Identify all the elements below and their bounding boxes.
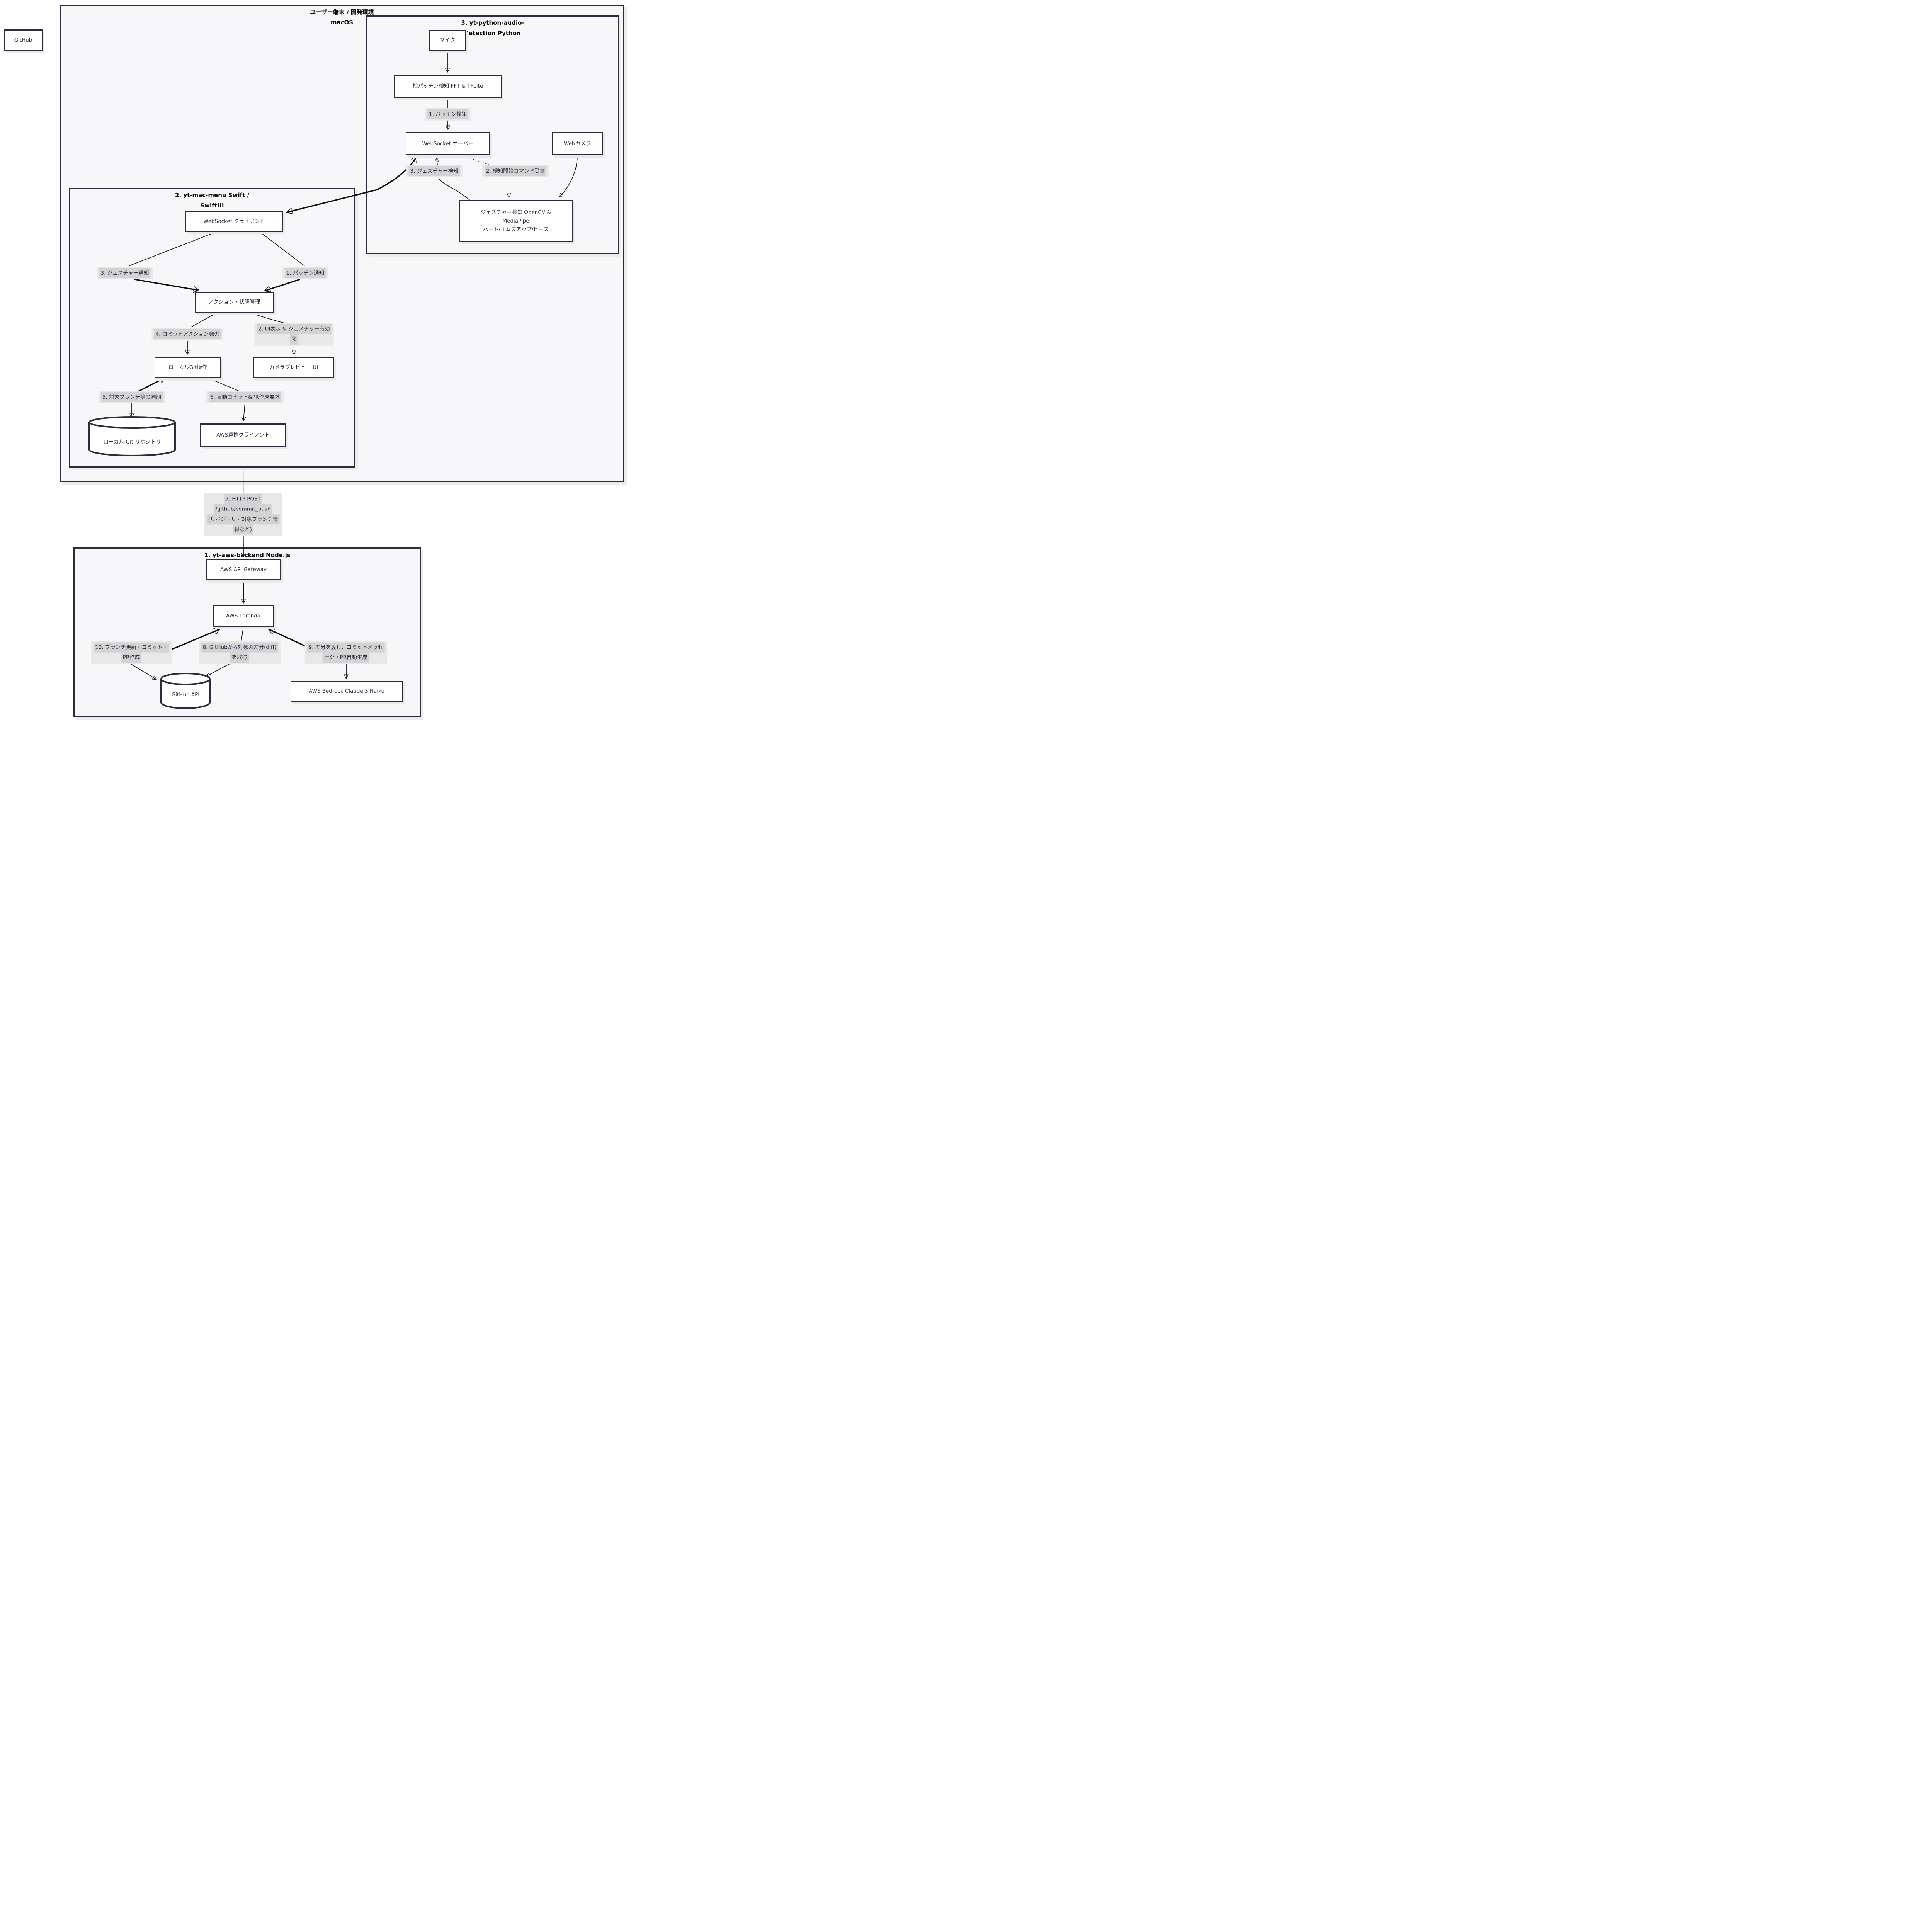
node-label: ローカル Git リポジトリ [103, 439, 161, 445]
edge-label-text: 2. 検知開始コマンド受信 [484, 166, 547, 177]
edge-label-text: 10. ブランチ更新・コミット・ [94, 642, 169, 653]
node-local-git-ops: ローカルGit操作 [155, 357, 221, 378]
container-mac-menu-title: 2. yt-mac-menu Swift / SwiftUI [69, 190, 355, 211]
edge-label-text: 1. パッチン検知 [427, 109, 469, 120]
edge-label-line: 7. HTTP POST [207, 494, 280, 504]
edge-label-gesture-notify: 3. ジェスチャー通知 [97, 267, 153, 280]
edge-label-ui-gesture-enable: 2. UI表示 & ジェスチャー有効 化 [254, 323, 334, 346]
cylinder-shape [88, 416, 176, 456]
edge-label-line: 報など) [207, 524, 280, 535]
node-api-gateway: AWS API Gateway [206, 559, 281, 580]
edge-label-line: /github/commit_push [207, 504, 280, 514]
edge-label-commit-action: 4. コミットアクション発火 [151, 328, 223, 341]
node-fft-detect: 指パッチン検知 FFT & TFLite [394, 75, 502, 98]
node-websocket-server: WebSocket サーバー [406, 132, 490, 155]
edge-label-snap-detect: 1. パッチン検知 [425, 108, 471, 121]
cylinder-shape [160, 673, 211, 709]
node-label: アクション・状態管理 [208, 299, 260, 306]
title-line: 3. yt-python-audio- [461, 19, 524, 26]
edge-label-line: 10. ブランチ更新・コミット・ [94, 642, 169, 653]
node-label-line: ハート/サムズアップ/ピース [483, 226, 549, 233]
title-line: ユーザー端末 / 開発環境 [310, 9, 374, 15]
node-camera-preview: カメラプレビュー UI [253, 357, 334, 378]
title-line: macOS [330, 19, 354, 26]
title-line: detection Python [464, 30, 521, 37]
edge-label-text: 報など) [233, 524, 253, 535]
title-line: SwiftUI [200, 202, 224, 209]
node-label: カメラプレビュー UI [269, 364, 318, 371]
node-github: GitHub [4, 29, 43, 51]
flowchart-canvas: ユーザー端末 / 開発環境 macOS 3. yt-python-audio- … [0, 0, 626, 718]
edge-label-branch-update: 10. ブランチ更新・コミット・ PR作成 [91, 641, 172, 664]
edge-label-start-command: 2. 検知開始コマンド受信 [482, 165, 549, 178]
edge-label-text: 3. ジェスチャー検知 [408, 166, 460, 177]
node-label: GitHub API [171, 692, 200, 698]
edge-label-text: ージ・PR自動生成 [323, 653, 369, 663]
node-websocket-client: WebSocket クライアント [185, 211, 283, 232]
edge-label-text: 7. HTTP POST [224, 494, 262, 504]
edge-label-gesture-detect: 3. ジェスチャー検知 [406, 165, 463, 178]
node-label: AWS連携クライアント [216, 432, 270, 438]
node-label: AWS API Gateway [220, 566, 267, 573]
edge-label-text: 5. 対象ブランチ等の同期 [100, 392, 163, 403]
node-label-line: ジェスチャー検知 OpenCV & [481, 209, 551, 216]
node-action-state: アクション・状態管理 [195, 292, 274, 313]
title-line: 1. yt-aws-backend Node.js [204, 552, 291, 559]
edge-label-text: PR作成 [121, 653, 142, 663]
edge-label-line: ージ・PR自動生成 [307, 653, 385, 663]
edge-label-text: 1. パッチン通知 [284, 268, 326, 279]
edge-label-get-diff: 8. GitHubから対象の差分(diff) を取得 [199, 641, 281, 664]
container-python-audio-title: 3. yt-python-audio- detection Python [366, 18, 619, 39]
edge-label-text: (リポジトリ・対象ブランチ情 [206, 514, 280, 525]
edge-label-text: 9. 差分を渡し、コミットメッセ [307, 642, 385, 653]
edge-label-text: 化 [290, 334, 298, 345]
node-label: マイク [439, 37, 456, 44]
node-label: WebSocket サーバー [422, 140, 474, 147]
edge-label-text: 8. GitHubから対象の差分(diff) [201, 642, 278, 653]
edge-label-line: 8. GitHubから対象の差分(diff) [201, 642, 278, 653]
edge-label-line: を取得 [201, 653, 278, 663]
container-user-environment-title: ユーザー端末 / 開発環境 macOS [60, 7, 624, 28]
container-aws-backend-title: 1. yt-aws-backend Node.js [73, 550, 421, 561]
edge-label-text: 2. UI表示 & ジェスチャー有効 [257, 324, 332, 334]
edge-label-snap-notify: 1. パッチン通知 [282, 267, 328, 280]
node-label: AWS Lambda [226, 612, 261, 619]
edge-label-line: 化 [257, 334, 331, 345]
node-mic: マイク [429, 30, 466, 51]
node-github-api: GitHub API [160, 672, 211, 709]
node-label: GitHub [14, 37, 32, 43]
edge-label-text: /github/commit_push [214, 504, 272, 514]
edge-label-text: を取得 [230, 653, 249, 663]
title-line: 2. yt-mac-menu Swift / [175, 192, 249, 199]
node-gesture-detect: ジェスチャー検知 OpenCV & MediaPipe ハート/サムズアップ/ピ… [459, 200, 573, 242]
node-local-git-repo: ローカル Git リポジトリ [88, 416, 176, 457]
edge-label-pass-diff: 9. 差分を渡し、コミットメッセ ージ・PR自動生成 [304, 641, 387, 664]
node-aws-lambda: AWS Lambda [213, 605, 274, 627]
node-label: WebSocket クライアント [203, 218, 265, 224]
edge-label-auto-commit-pr: 6. 自動コミット&PR作成要求 [206, 391, 284, 404]
edge-label-branch-sync: 5. 対象ブランチ等の同期 [98, 391, 165, 404]
edge-label-text: 4. コミットアクション発火 [154, 329, 221, 340]
edge-label-line: 2. UI表示 & ジェスチャー有効 [257, 324, 332, 334]
node-label-line: MediaPipe [502, 218, 529, 224]
edge-label-http-post: 7. HTTP POST /github/commit_push (リポジトリ・… [204, 493, 282, 536]
edge-label-line: (リポジトリ・対象ブランチ情 [206, 514, 280, 525]
edge-label-text: 6. 自動コミット&PR作成要求 [208, 392, 282, 403]
edge-label-line: 9. 差分を渡し、コミットメッセ [307, 642, 385, 653]
node-bedrock: AWS Bedrock Claude 3 Haiku [291, 681, 403, 702]
edge-label-text: 3. ジェスチャー通知 [99, 268, 151, 279]
node-aws-client: AWS連携クライアント [200, 423, 286, 447]
node-label: ローカルGit操作 [168, 364, 207, 371]
node-label: 指パッチン検知 FFT & TFLite [412, 83, 483, 89]
edge-label-line: PR作成 [94, 653, 169, 663]
node-label: Webカメラ [564, 140, 591, 147]
node-webcam: Webカメラ [552, 132, 603, 155]
node-label: AWS Bedrock Claude 3 Haiku [308, 688, 385, 694]
